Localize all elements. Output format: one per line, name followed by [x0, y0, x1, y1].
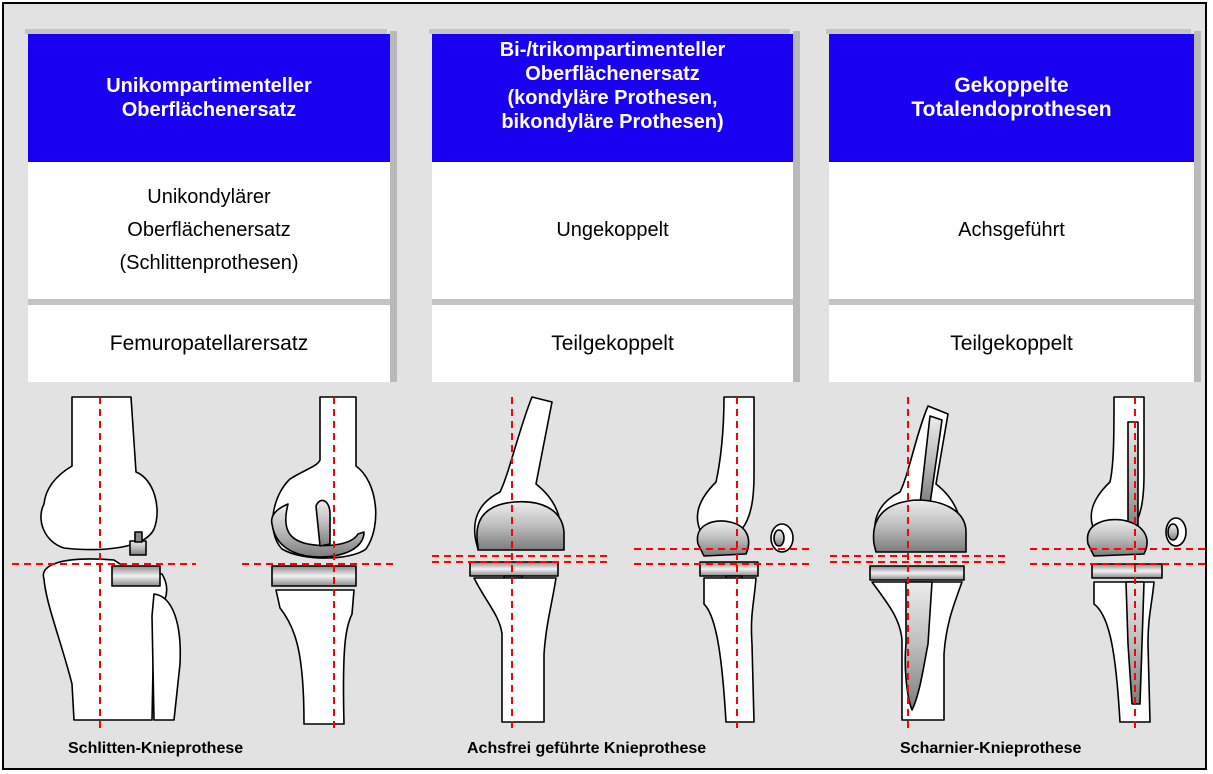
knee-prosthesis-illustrations: [4, 4, 1207, 770]
knee-unconstrained-side-view: [697, 397, 793, 722]
axis-lines: [12, 397, 1207, 729]
caption-hinged-prosthesis: Scharnier-Knieprothese: [900, 740, 1081, 758]
caption-unconstrained-prosthesis: Achsfrei geführte Knieprothese: [467, 740, 706, 758]
knee-unconstrained-front-view: [470, 397, 564, 722]
knee-unicondylar-front-view: [41, 397, 180, 720]
knee-femoropatellar-side-view: [272, 397, 376, 724]
caption-sled-prosthesis: Schlitten-Knieprothese: [68, 740, 243, 758]
knee-hinged-side-view: [1087, 397, 1186, 722]
